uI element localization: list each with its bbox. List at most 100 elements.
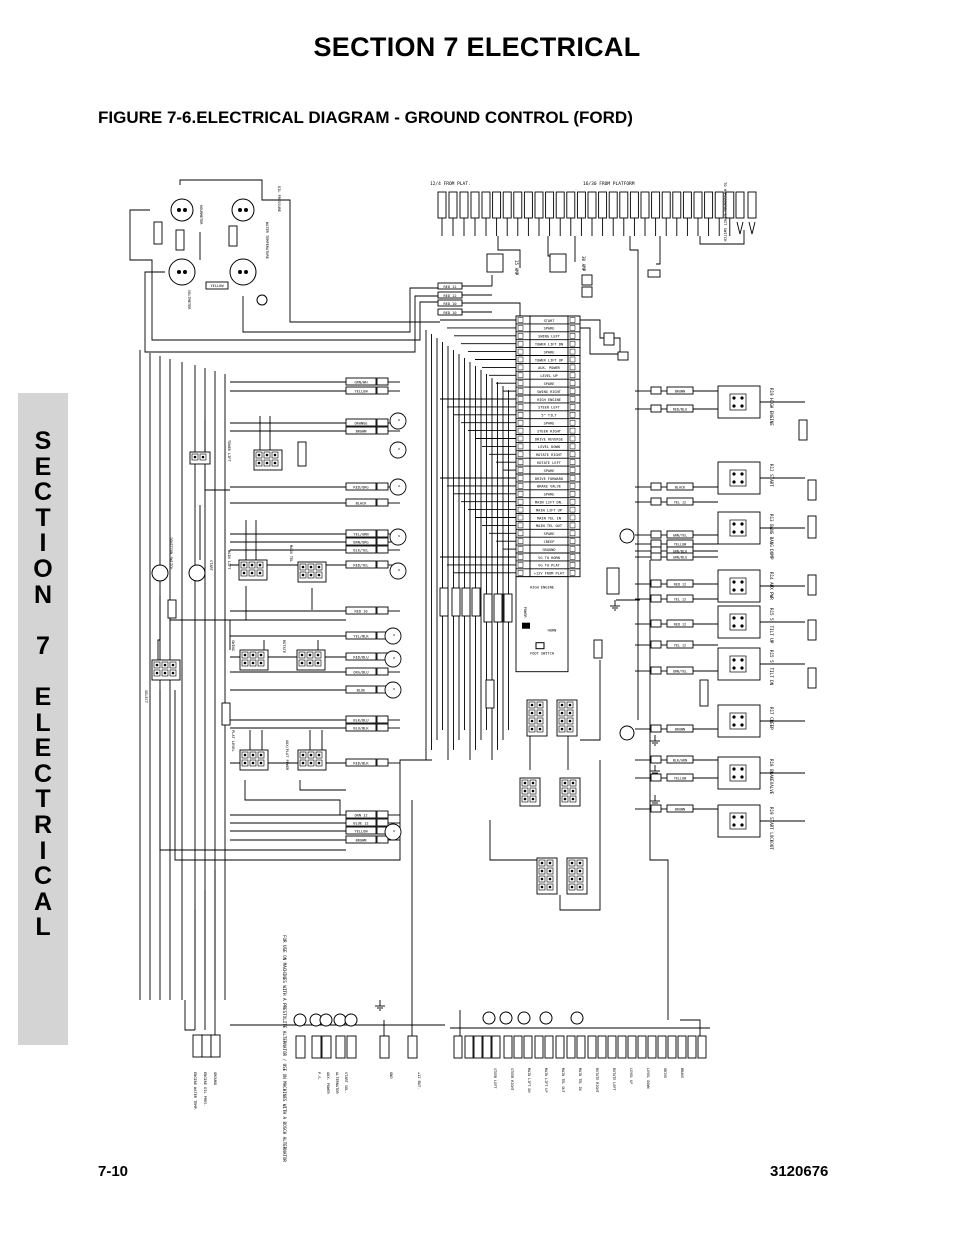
wire-tag xyxy=(345,631,377,640)
plug-connector xyxy=(384,650,402,668)
wire-label: BROWN xyxy=(356,430,367,434)
wire-tag xyxy=(482,1035,492,1059)
plug-connector xyxy=(517,1011,531,1025)
switch-pin xyxy=(309,761,313,765)
wire-tag xyxy=(461,587,471,617)
strip-pin xyxy=(517,506,524,513)
switch-pin xyxy=(242,563,246,567)
wire-tag xyxy=(666,773,694,782)
strip-pin xyxy=(569,570,576,576)
fuse-holder xyxy=(581,286,593,298)
component-label: SELECT xyxy=(144,690,148,704)
wire-tag xyxy=(311,1035,322,1059)
terminal-strip-label: DRIVE FORWARD xyxy=(535,477,563,481)
switch-pin xyxy=(316,661,320,665)
wire-tag xyxy=(650,724,662,733)
switch-pin xyxy=(560,727,564,731)
switch-panel-indicator xyxy=(535,642,545,650)
harness-tag xyxy=(619,191,629,219)
switch-pin xyxy=(531,781,535,785)
wire-tag xyxy=(650,594,662,603)
wire-tag xyxy=(666,666,694,675)
switch-pin xyxy=(530,711,534,715)
wire-tag xyxy=(650,497,662,506)
switch-pin xyxy=(242,571,246,575)
relay-pin xyxy=(732,530,736,534)
switch-pin xyxy=(243,661,247,665)
strip-pin xyxy=(569,348,576,355)
harness-tag xyxy=(502,191,512,219)
wire-label: BRN/ORG xyxy=(353,541,368,545)
fuse-30-amp xyxy=(549,253,567,273)
plug-connector xyxy=(389,562,407,580)
harness-tag xyxy=(682,191,692,219)
connector-label: AUX. POWER xyxy=(326,1072,330,1094)
wire-label: GRN/BLU xyxy=(673,556,687,560)
wire-label: RED/BLU xyxy=(353,656,368,660)
terminal-strip-label: 5" TILT xyxy=(541,414,557,418)
wire-tag xyxy=(555,1035,565,1059)
strip-pin xyxy=(517,380,524,386)
strip-pin xyxy=(569,333,576,339)
strip-pin xyxy=(569,340,576,347)
plug-connector xyxy=(389,412,407,430)
wire xyxy=(580,660,601,741)
connector-label: LEVEL DOWN xyxy=(646,1068,650,1088)
wire-tag xyxy=(345,835,377,844)
wire-label: RED/ORG xyxy=(353,486,368,490)
switch-pin xyxy=(540,877,544,881)
switch-pin xyxy=(538,727,542,731)
wire-tag xyxy=(376,418,389,427)
switch-pin xyxy=(540,861,544,865)
wire-tag xyxy=(666,552,694,561)
strip-pin xyxy=(517,340,524,347)
side-tab-letter: 7 xyxy=(36,631,50,660)
switch-pin xyxy=(538,703,542,707)
relay-pin xyxy=(732,522,736,526)
wire xyxy=(204,470,230,491)
switch-pin xyxy=(301,565,305,569)
component-label: MAIN TEL xyxy=(289,545,293,562)
wire-tag xyxy=(650,482,662,491)
strip-pin xyxy=(569,554,576,560)
relay-pin xyxy=(740,522,744,526)
relay-pin xyxy=(740,404,744,408)
plug-connector xyxy=(384,823,402,841)
strip-pin xyxy=(569,427,576,434)
wire-tag xyxy=(566,1035,576,1059)
strip-pin xyxy=(569,514,576,521)
strip-pin xyxy=(569,325,576,331)
connector-label: ROTATE RIGHT xyxy=(595,1068,599,1093)
terminal-strip-label: SPARE xyxy=(544,532,555,536)
harness-tag xyxy=(566,191,576,219)
component-blocks xyxy=(151,191,817,1059)
relay-pin xyxy=(740,616,744,620)
switch-pin xyxy=(163,663,167,667)
switch-pin xyxy=(568,719,572,723)
terminal-strip-label: TOWER LIFT UP xyxy=(535,358,563,362)
relay-pin xyxy=(732,588,736,592)
terminal-strip xyxy=(529,315,569,578)
wire-tag xyxy=(513,1035,523,1059)
wire-tag xyxy=(345,498,377,507)
wire-tag xyxy=(345,723,377,732)
switch-pin xyxy=(257,461,261,465)
wire-tag xyxy=(345,715,377,724)
strip-pin xyxy=(569,372,576,379)
harness-tag xyxy=(598,191,608,219)
wire-tag xyxy=(483,593,493,623)
wire xyxy=(184,1000,195,1031)
harness-tag xyxy=(481,191,491,219)
plug-connector xyxy=(482,1011,496,1025)
terminal-strip-label: STEER RIGHT xyxy=(537,429,562,433)
relay-pin xyxy=(740,767,744,771)
wire-label: YEL 12 xyxy=(674,644,686,648)
harness-tag xyxy=(437,191,447,219)
switch-pin xyxy=(548,869,552,873)
wire-tag xyxy=(650,640,662,649)
plug-pin: R xyxy=(397,485,401,487)
switch-pin xyxy=(273,461,277,465)
switch-pin xyxy=(530,703,534,707)
switch-pin xyxy=(259,753,263,757)
